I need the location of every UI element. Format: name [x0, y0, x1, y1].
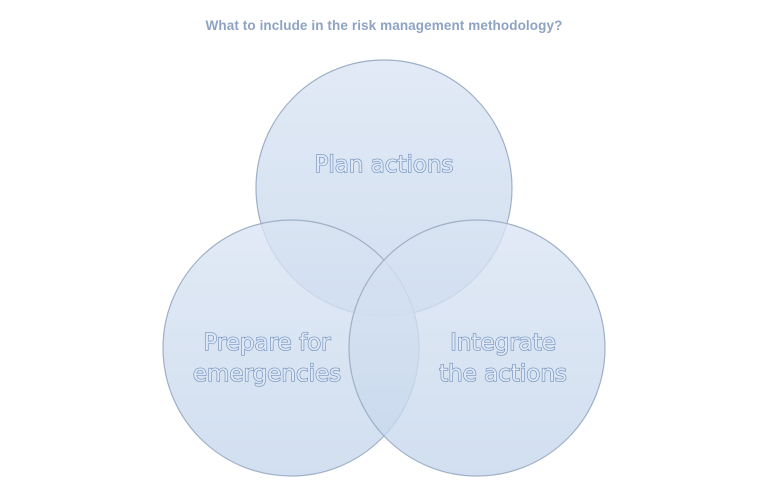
diagram-title: What to include in the risk management m… [205, 18, 563, 33]
label-plan-actions: Plan actions [314, 152, 453, 178]
venn-circle-right [348, 219, 606, 477]
label-prepare-line2: emergencies [193, 361, 341, 387]
label-integrate-line1: Integrate [450, 330, 556, 356]
label-prepare-line1: Prepare for [203, 330, 331, 356]
label-integrate-line2: the actions [439, 361, 567, 387]
